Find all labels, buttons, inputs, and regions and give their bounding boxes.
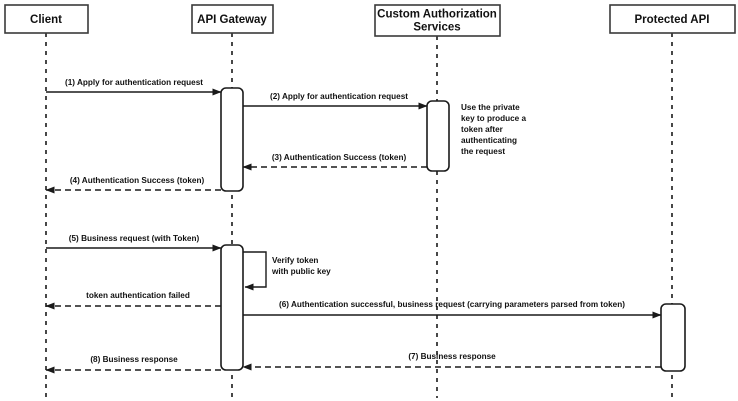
self-message-path-self-verify-token: [243, 251, 267, 291]
note-line-note-private-key-3: authenticating: [461, 136, 517, 145]
note-line-note-private-key-2: token after: [461, 125, 504, 134]
lifeline-label-api-gateway: API Gateway: [197, 14, 267, 26]
message-msg-1[interactable]: (1) Apply for authentication request: [46, 78, 222, 96]
lifeline-label-protected-api: Protected API: [635, 14, 710, 26]
self-message-self-verify-token[interactable]: Verify token with public key: [243, 251, 331, 291]
notes-layer: Use the private key to produce a token aft…: [461, 103, 527, 156]
message-msg-7[interactable]: (7) Business response: [242, 352, 661, 371]
activation-auth-service-activation[interactable]: [426, 100, 450, 172]
lifeline-box-protected-api[interactable]: [609, 4, 736, 34]
message-label-msg-1: (1) Apply for authentication request: [65, 78, 203, 87]
lifeline-client[interactable]: Client: [4, 4, 89, 398]
self-messages-layer: Verify token with public key: [243, 251, 331, 291]
lifeline-box-client[interactable]: [4, 4, 89, 34]
message-msg-6[interactable]: (6) Authentication successful, business …: [243, 300, 662, 319]
message-label-msg-token-failed: token authentication failed: [86, 291, 190, 300]
activation-gateway-auth-activation[interactable]: [220, 87, 244, 192]
lifelines-layer: Client API Gateway Custom AuthorizationSer…: [4, 4, 736, 398]
note-line-note-private-key-0: Use the private: [461, 103, 520, 112]
lifeline-label-client: Client: [30, 14, 62, 26]
note-line-note-private-key-1: key to produce a: [461, 114, 527, 123]
lifeline-label-custom-authorization-services: Custom Authorization: [377, 9, 497, 21]
lifeline-label-custom-authorization-services-line2: Services: [413, 22, 460, 34]
activations-layer: [220, 87, 686, 372]
activation-gateway-business-activation[interactable]: [220, 244, 244, 371]
message-label-msg-3: (3) Authentication Success (token): [272, 153, 407, 162]
lifeline-protected-api[interactable]: Protected API: [609, 4, 736, 398]
messages-layer: (1) Apply for authentication request (2) …: [45, 78, 662, 374]
message-label-msg-2: (2) Apply for authentication request: [270, 92, 408, 101]
lifeline-box-custom-authorization-services[interactable]: [374, 4, 501, 37]
note-line-note-private-key-4: the request: [461, 147, 505, 156]
message-label-msg-6: (6) Authentication successful, business …: [279, 300, 625, 309]
message-label-msg-4: (4) Authentication Success (token): [70, 176, 205, 185]
message-label-msg-7: (7) Business response: [408, 352, 496, 361]
self-message-label-self-verify-token: Verify token: [272, 256, 318, 265]
message-msg-8[interactable]: (8) Business response: [45, 355, 221, 374]
self-message-label-self-verify-token-line2: with public key: [271, 267, 331, 276]
message-msg-3[interactable]: (3) Authentication Success (token): [242, 153, 427, 171]
message-label-msg-8: (8) Business response: [90, 355, 178, 364]
message-msg-token-failed[interactable]: token authentication failed: [45, 291, 221, 310]
message-msg-4[interactable]: (4) Authentication Success (token): [45, 176, 221, 194]
message-label-msg-5: (5) Business request (with Token): [69, 234, 200, 243]
message-msg-5[interactable]: (5) Business request (with Token): [46, 234, 222, 252]
activation-protected-api-activation[interactable]: [660, 303, 686, 372]
lifeline-box-api-gateway[interactable]: [191, 4, 274, 34]
message-msg-2[interactable]: (2) Apply for authentication request: [243, 92, 428, 110]
lifeline-api-gateway[interactable]: API Gateway: [191, 4, 274, 398]
note-note-private-key: Use the private key to produce a token aft…: [461, 103, 527, 156]
